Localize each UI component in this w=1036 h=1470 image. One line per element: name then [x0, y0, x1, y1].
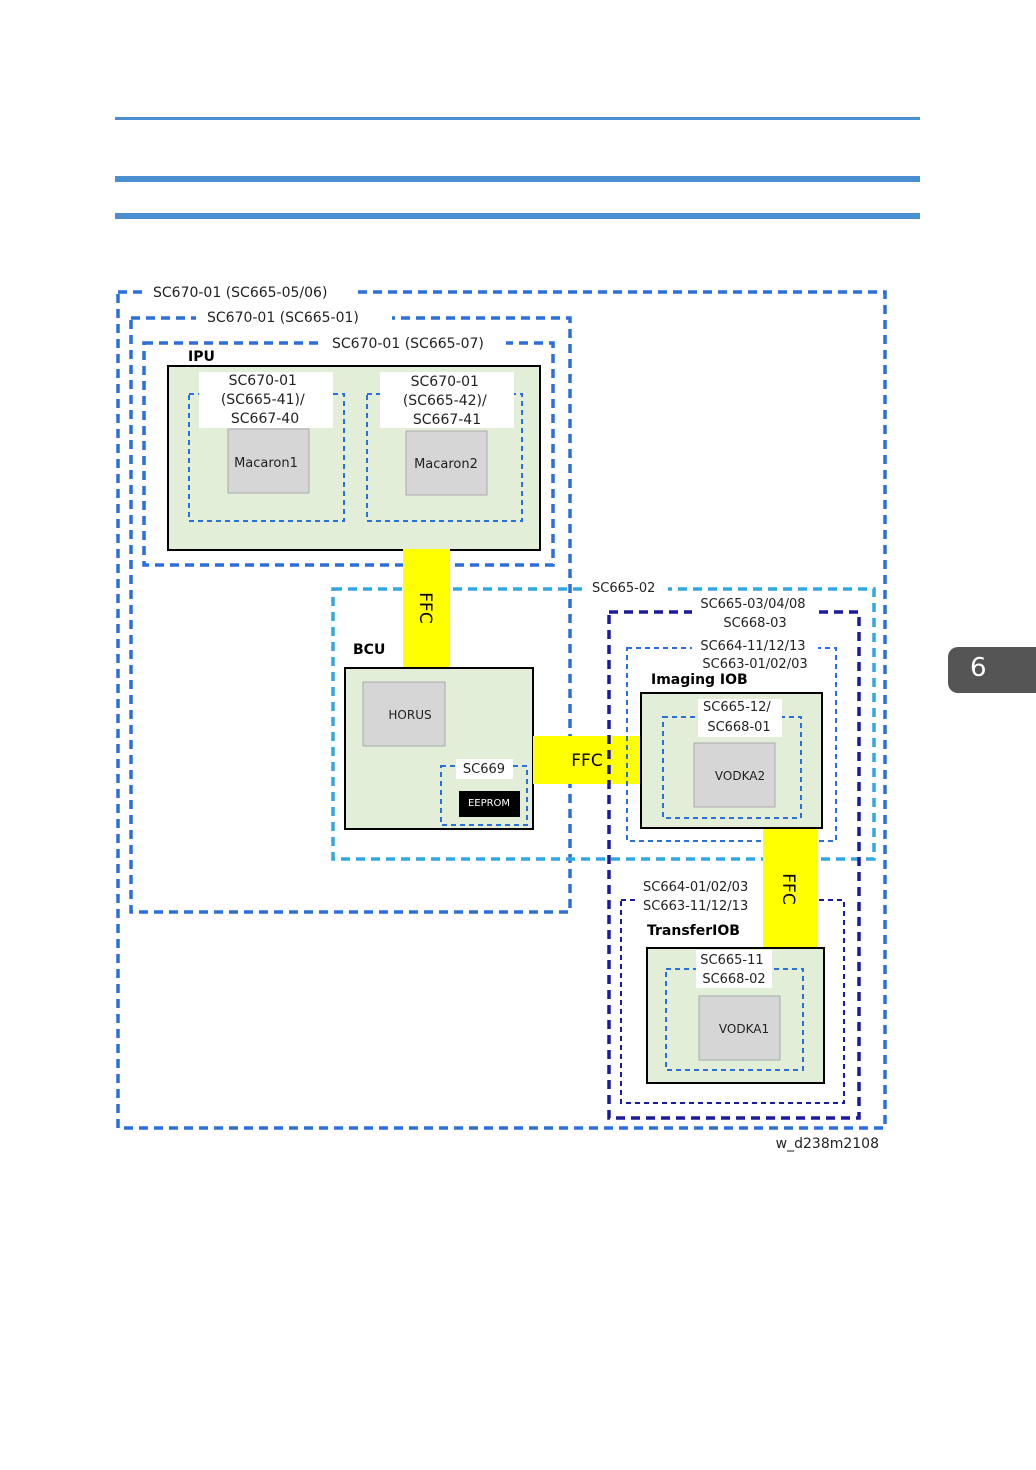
macaron1-code-line-1: SC670-01 [229, 373, 297, 389]
eeprom-label-bg [456, 759, 513, 779]
bcu-ipu-zone [129, 316, 572, 914]
bcu-zone-label-bg [584, 578, 668, 598]
ffc-connector-imaging-transfer-label: FFC [778, 873, 798, 904]
bcu-ipu-zone-label: SC670-01 (SC665-01) [207, 310, 359, 326]
macaron1-code-line-2: (SC665-41)/ [221, 392, 305, 408]
vodka2-zone [662, 716, 802, 819]
eeprom-chip-label: EEPROM [468, 798, 510, 809]
macaron1-chip-label: Macaron1 [234, 456, 298, 471]
vodka1-label-bg [696, 950, 772, 988]
transfer-zone-line-2: SC663-11/12/13 [643, 899, 748, 914]
ipu-title: IPU [188, 349, 215, 365]
macaron1-zone [188, 393, 345, 522]
ipu-group-zone-label-bg [323, 333, 506, 355]
macaron2-code-line-1: SC670-01 [411, 374, 479, 390]
vodka2-code-line-2: SC668-01 [707, 720, 770, 735]
horus-chip [362, 681, 446, 747]
macaron2-code-line-2: (SC665-42)/ [403, 393, 487, 409]
imaging-zone-line-1: SC664-11/12/13 [700, 639, 805, 654]
macaron2-chip [405, 430, 488, 496]
transfer-zone-label-bg [638, 876, 762, 916]
transfer-zone-label: SC664-01/02/03 SC663-11/12/13 [643, 880, 752, 914]
ffc-connector-ipu-bcu-label: FFC [415, 592, 435, 623]
imaging-zone-line-2: SC663-01/02/03 [702, 657, 807, 672]
figure-id: w_d238m2108 [776, 1136, 879, 1152]
transfer-zone-line-1: SC664-01/02/03 [643, 880, 748, 895]
macaron2-chip-label: Macaron2 [414, 457, 478, 472]
ipu-group-zone-label: SC670-01 (SC665-07) [332, 336, 484, 352]
header-rule-bottom [115, 213, 920, 219]
macaron1-chip [227, 428, 310, 494]
vodka1-code-label: SC665-11 SC668-02 [700, 953, 768, 987]
macaron1-code-line-3: SC667-40 [231, 411, 299, 427]
ffc-connector-ipu-bcu [403, 549, 450, 667]
macaron2-code-line-3: SC667-41 [413, 412, 481, 428]
imaging-zone-label: SC664-11/12/13 SC663-01/02/03 [700, 639, 809, 672]
chapter-number: 6 [970, 653, 987, 683]
header-rule-top [115, 117, 920, 120]
header-rule-middle [115, 176, 920, 182]
ffc-connector-bcu-iob [533, 736, 642, 784]
outer-zone-label-bg [143, 282, 353, 304]
imaging-zone-label-bg [692, 637, 818, 675]
macaron2-code-label: SC670-01 (SC665-42)/ SC667-41 [403, 374, 491, 428]
vodka1-zone [665, 968, 804, 1071]
eeprom-chip [459, 791, 520, 817]
bcu-zone-label: SC665-02 [592, 581, 655, 596]
eeprom-code-label: SC669 [463, 762, 505, 777]
bcu-ipu-zone-label-bg [196, 308, 392, 330]
macaron2-zone [366, 393, 523, 522]
outer-zone [116, 290, 887, 1130]
imaging-zone [626, 647, 837, 842]
macaron2-label-bg [380, 372, 514, 428]
ffc-connector-bcu-iob-label: FFC [571, 751, 602, 771]
iob-zone-label-bg [692, 597, 818, 635]
imaging-iob-title: Imaging IOB [651, 672, 748, 688]
vodka2-chip-label: VODKA2 [715, 769, 765, 783]
chapter-tab[interactable]: 6 [948, 647, 1036, 693]
bcu-title: BCU [353, 642, 385, 658]
vodka1-code-line-1: SC665-11 [700, 953, 763, 968]
vodka1-chip-label: VODKA1 [719, 1022, 769, 1036]
iob-zone-line-1: SC665-03/04/08 [700, 597, 805, 612]
vodka1-code-line-2: SC668-02 [702, 972, 765, 987]
macaron1-label-bg [199, 372, 333, 428]
vodka2-code-line-1: SC665-12/ [703, 700, 771, 715]
vodka2-code-label: SC665-12/ SC668-01 [703, 700, 775, 735]
vodka2-chip [693, 742, 776, 808]
iob-zone-label: SC665-03/04/08 SC668-03 [700, 597, 809, 631]
macaron1-code-label: SC670-01 (SC665-41)/ SC667-40 [221, 373, 309, 427]
ffc-connector-imaging-transfer [763, 829, 817, 949]
vodka2-label-bg [698, 699, 782, 737]
outer-zone-label: SC670-01 (SC665-05/06) [153, 285, 327, 301]
iob-zone-line-2: SC668-03 [723, 616, 786, 631]
horus-chip-label: HORUS [388, 708, 431, 722]
vodka1-chip [698, 995, 781, 1061]
transfer-iob-title: TransferIOB [647, 923, 740, 939]
